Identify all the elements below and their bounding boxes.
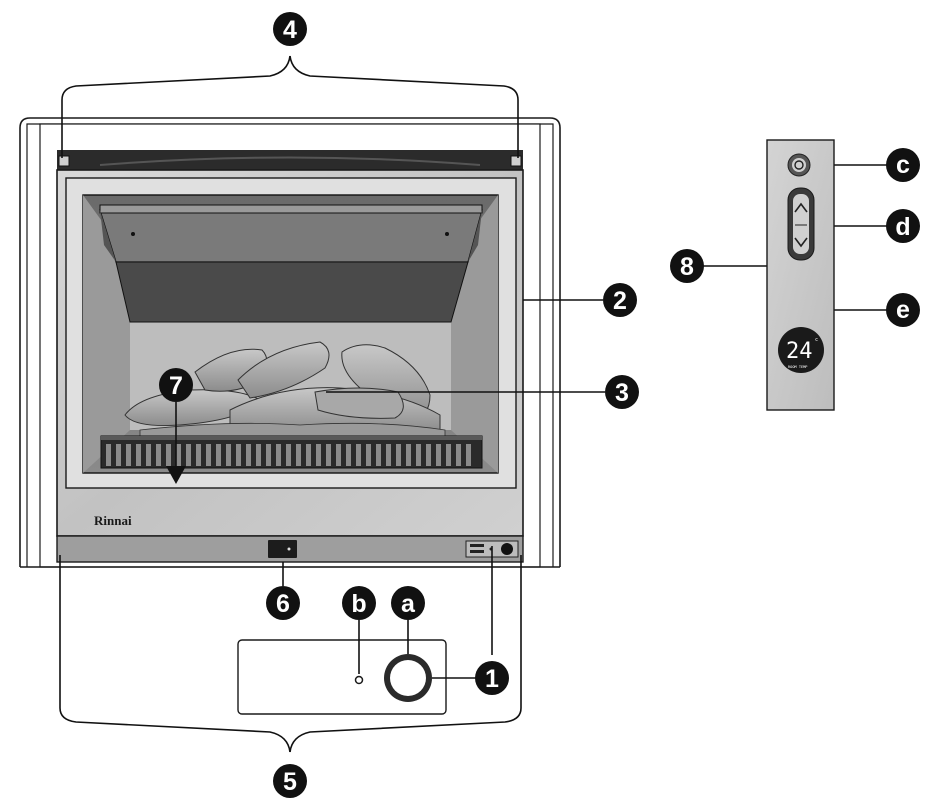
callout-2: 2 — [603, 283, 637, 317]
remote-display: 24 c ROOM TEMP — [778, 327, 824, 373]
callout-4: 4 — [273, 12, 307, 46]
svg-text:1: 1 — [485, 665, 499, 693]
callout-d: d — [886, 209, 920, 243]
svg-text:6: 6 — [276, 590, 290, 618]
callout-5: 5 — [273, 764, 307, 798]
svg-text:8: 8 — [680, 253, 694, 281]
svg-text:5: 5 — [283, 768, 297, 796]
top-vent — [57, 150, 523, 170]
svg-text:c: c — [896, 151, 910, 179]
callout-1: 1 — [475, 661, 509, 695]
callout-3: 3 — [605, 375, 639, 409]
top-bracket — [61, 55, 519, 158]
callout-6: 6 — [266, 586, 300, 620]
status-led — [354, 675, 364, 685]
power-switch[interactable] — [268, 540, 297, 558]
remote-display-unit: c — [815, 337, 818, 343]
remote-power-button[interactable] — [787, 153, 811, 177]
svg-text:e: e — [896, 296, 910, 324]
svg-text:a: a — [401, 590, 416, 618]
svg-text:d: d — [895, 213, 910, 241]
callout-b: b — [342, 586, 376, 620]
callout-8: 8 — [670, 249, 704, 283]
control-knob[interactable] — [384, 654, 432, 702]
brand-logo: Rinnai — [94, 513, 132, 528]
grate — [100, 435, 483, 469]
svg-text:2: 2 — [613, 287, 627, 315]
remote-up-down-button[interactable] — [787, 187, 815, 261]
svg-text:3: 3 — [615, 379, 629, 407]
callout-c: c — [886, 148, 920, 182]
callout-a: a — [391, 586, 425, 620]
log-set — [124, 341, 446, 437]
remote-display-caption: ROOM TEMP — [788, 365, 807, 369]
callout-e: e — [886, 293, 920, 327]
leader-lines — [175, 164, 887, 679]
svg-text:7: 7 — [169, 372, 183, 400]
remote-display-value: 24 — [786, 339, 813, 364]
arrow-down-icon — [166, 466, 186, 484]
callout-7: 7 — [159, 368, 193, 402]
svg-text:4: 4 — [283, 16, 297, 44]
svg-text:b: b — [351, 590, 366, 618]
bottom-bracket — [59, 555, 522, 753]
